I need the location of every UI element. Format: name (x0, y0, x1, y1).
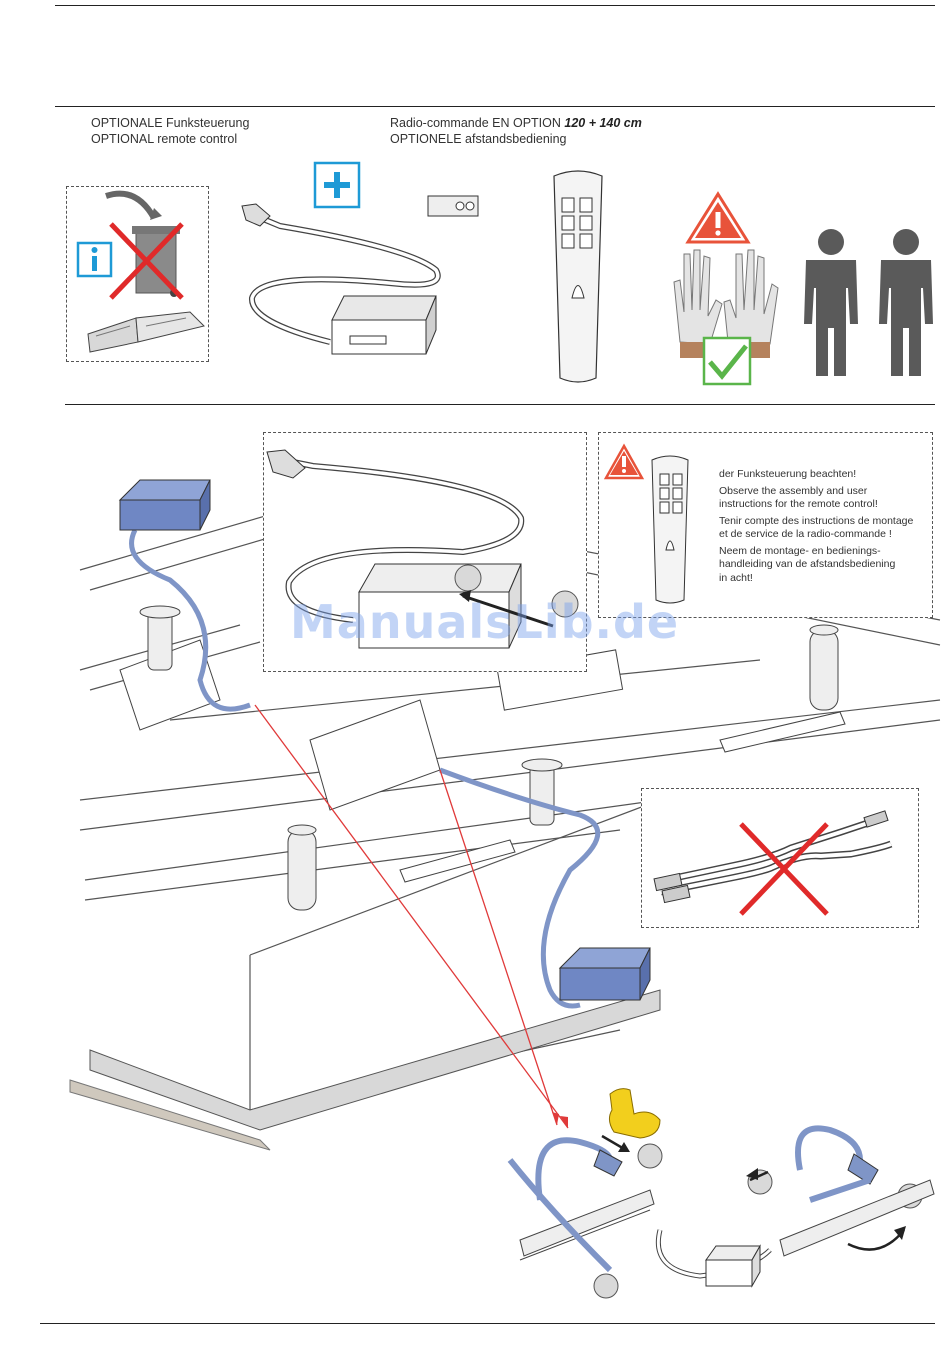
disposal-info-illustration (76, 190, 205, 353)
receiver-box-icon (331, 295, 437, 355)
wrong-cable-illustration (653, 810, 893, 916)
notice-line: et de service de la radio-commande ! (719, 528, 892, 540)
plus-icon (313, 161, 361, 209)
remote-control-illustration (553, 170, 603, 383)
header-right-line1-size: 120 + 140 cm (564, 116, 642, 130)
header-left-line1: OPTIONALE Funksteuerung (91, 116, 250, 130)
warning-triangle-icon (685, 191, 751, 244)
section-rule (65, 404, 935, 405)
muscle-arm-icon (608, 1088, 661, 1139)
mattress-edge (69, 989, 661, 1151)
slatted-rail (399, 711, 846, 883)
notice-line: in acht! (719, 571, 753, 584)
remote-notice-text: der Funksteuerung beachten! Observe the … (719, 468, 913, 588)
checkmark-icon (702, 336, 752, 386)
notice-line: der Funksteuerung beachten! (719, 468, 857, 480)
notice-icons (603, 443, 689, 604)
warning-triangle-icon (603, 443, 645, 480)
bed-frame-illustration (69, 479, 941, 1151)
red-x-icon (739, 822, 829, 916)
header-right-line1: Radio-commande EN OPTION 120 + 140 cm (390, 115, 642, 131)
header-left-line2: OPTIONAL remote control (91, 132, 238, 146)
cables-blue (129, 528, 601, 1009)
connection-detail-illustration (266, 449, 579, 649)
info-icon (76, 241, 113, 278)
red-x-icon (109, 222, 184, 300)
header-rule (55, 106, 935, 107)
step-circle (454, 564, 579, 618)
receiver-box-left (118, 479, 211, 531)
person-icon (804, 229, 858, 376)
remote-buttons (561, 197, 593, 249)
header-right-line1-prefix: Radio-commande EN OPTION (390, 116, 561, 130)
notice-line: Tenir compte des instructions de montage (719, 514, 914, 527)
remote-control-icon (553, 170, 603, 383)
receiver-kit-illustration (241, 161, 479, 355)
bottom-rule (40, 1323, 935, 1324)
notice-line: handleiding van de afstandsbediening (719, 558, 896, 570)
manual-book-icon (87, 311, 205, 353)
person-icon (879, 229, 933, 376)
watermark: ManualsLib.de (290, 595, 680, 649)
gloves-warning-illustration (673, 191, 779, 386)
battery-icon (427, 195, 479, 217)
two-persons-illustration (804, 229, 933, 376)
motor-unit (119, 639, 624, 811)
notice-line: Observe the assembly and user (719, 484, 868, 497)
cable-routing-illustration (507, 1088, 935, 1299)
wrong-cable-box (641, 788, 919, 928)
top-rule (55, 5, 935, 6)
header-right-line2: OPTIONELE afstandsbediening (390, 132, 567, 146)
notice-line: Neem de montage- en bedienings- (719, 544, 881, 557)
legs (139, 605, 839, 911)
notice-line: instructions for the remote control! (719, 498, 878, 510)
arrow-heads (552, 1112, 568, 1128)
receiver-box-right (558, 947, 651, 1001)
receiver-cable (241, 203, 441, 345)
red-arrows (254, 704, 569, 1129)
remote-control-icon (651, 455, 689, 604)
